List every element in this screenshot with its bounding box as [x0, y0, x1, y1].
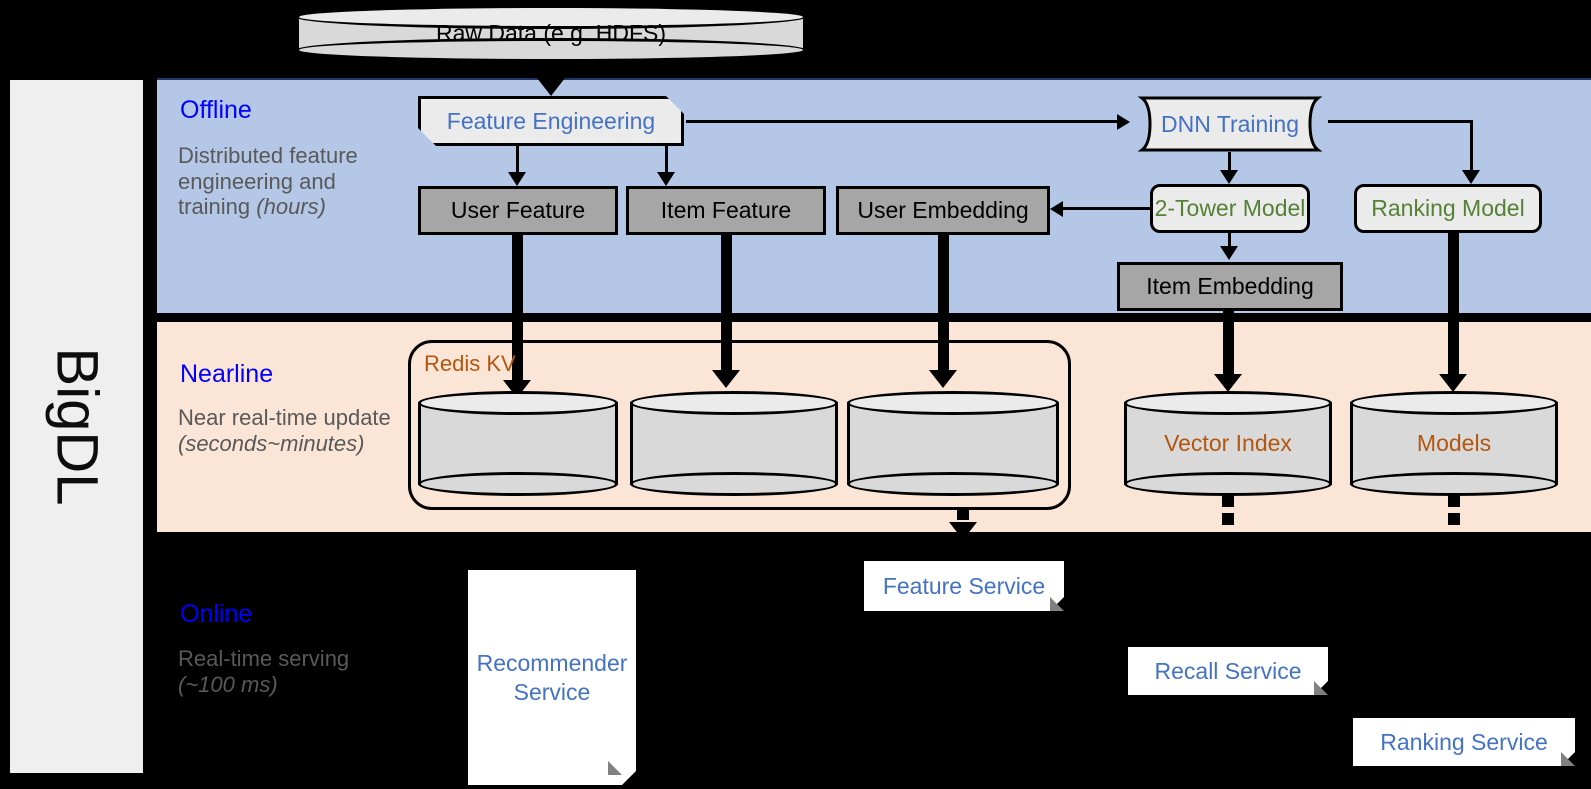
dnn-training-label: DNN Training: [1160, 110, 1300, 137]
store-item-feature-bottom: [630, 472, 838, 496]
store-item-feature-top: [630, 391, 838, 415]
online-subtitle-latency: (~100 ms): [178, 671, 278, 697]
store-user-embedding-bottom: [847, 472, 1059, 496]
node-ranking-model[interactable]: Ranking Model: [1354, 184, 1542, 233]
arrowhead-redis-featureservice: [949, 522, 977, 540]
store-user-feature-top: [418, 391, 618, 415]
pipe-rankingmodel-models: [1448, 233, 1459, 379]
dash-vectorindex-recall-2: [1222, 513, 1234, 525]
raw-data-top: [296, 5, 806, 29]
offline-title: Offline: [180, 96, 252, 124]
dash-models-ranking-2: [1448, 513, 1460, 525]
connector-rawdata-fe: [549, 62, 553, 82]
nearline-title: Nearline: [180, 360, 274, 388]
bigdl-label: BigDL: [44, 347, 110, 506]
arrowhead-rankingmodel-models: [1439, 374, 1467, 392]
connector-twotower-userembedding: [1063, 207, 1153, 210]
raw-data-bottom: [296, 38, 806, 62]
recall-service-label: Recall Service: [1154, 657, 1302, 684]
node-recall-service[interactable]: Recall Service: [1128, 647, 1328, 695]
store-models[interactable]: Models: [1350, 391, 1558, 496]
feature-engineering-label: Feature Engineering: [446, 107, 656, 134]
store-user-feature[interactable]: [418, 391, 618, 496]
item-embedding-label: Item Embedding: [1146, 273, 1314, 299]
raw-data-label: Raw Data (e.g. HDFS): [435, 20, 667, 46]
arrowhead-fe-itemfeature: [657, 172, 675, 186]
recommender-service-label: Recommender Service: [476, 649, 628, 705]
store-user-feature-label: [418, 391, 618, 496]
arrowhead-itemfeature-store: [712, 370, 740, 388]
pipe-userfeature-store: [512, 235, 523, 385]
arrowhead-rawdata-fe: [537, 78, 565, 96]
bigdl-framework-rail: BigDL: [8, 78, 145, 775]
redis-kv-group: [408, 340, 1071, 510]
store-user-embedding-top: [847, 391, 1059, 415]
store-models-top: [1350, 391, 1558, 415]
connector-fe-itemfeature: [665, 146, 668, 174]
connector-dnn-ranking-v: [1470, 120, 1473, 172]
dash-vectorindex-recall-1: [1222, 493, 1234, 507]
node-feature-engineering[interactable]: Feature Engineering: [418, 96, 684, 146]
user-feature-label: User Feature: [450, 197, 586, 223]
node-user-feature[interactable]: User Feature: [418, 186, 618, 235]
connector-dnn-twotower: [1228, 152, 1231, 172]
online-subtitle: Real-time serving (~100 ms): [178, 646, 358, 697]
node-dnn-training[interactable]: DNN Training: [1132, 96, 1328, 152]
store-vector-index-label: Vector Index: [1164, 430, 1292, 456]
arrowhead-dnn-twotower: [1220, 170, 1238, 184]
connector-dnn-ranking-h: [1328, 120, 1473, 123]
raw-data-store: Raw Data (e.g. HDFS): [296, 5, 806, 62]
ranking-model-label: Ranking Model: [1371, 195, 1525, 221]
node-recommender-service[interactable]: Recommender Service: [468, 570, 636, 785]
node-two-tower-model[interactable]: 2-Tower Model: [1150, 184, 1310, 233]
online-subtitle-text: Real-time serving: [178, 646, 350, 671]
node-item-embedding[interactable]: Item Embedding: [1117, 262, 1343, 311]
pipe-itemembedding-vectorindex: [1223, 311, 1234, 379]
arrowhead-fe-userfeature: [508, 172, 526, 186]
dash-redis-featureservice-1: [957, 508, 969, 520]
nearline-subtitle-latency: (seconds~minutes): [178, 430, 365, 456]
offline-subtitle-latency: (hours): [256, 194, 326, 220]
nearline-subtitle: Near real-time update (seconds~minutes): [178, 405, 406, 456]
arrowhead-twotower-userembedding: [1050, 201, 1063, 217]
nearline-subtitle-text: Near real-time update: [178, 405, 391, 430]
online-title: Online: [180, 600, 253, 628]
arrowhead-userembedding-store: [929, 370, 957, 388]
node-user-embedding[interactable]: User Embedding: [836, 186, 1050, 235]
dash-models-ranking-1: [1448, 493, 1460, 507]
user-embedding-label: User Embedding: [857, 197, 1029, 223]
two-tower-model-label: 2-Tower Model: [1154, 195, 1306, 221]
feature-service-label: Feature Service: [882, 572, 1046, 599]
connector-fe-dnn: [686, 120, 1118, 123]
ranking-service-label: Ranking Service: [1380, 728, 1548, 755]
store-models-label: Models: [1416, 430, 1492, 456]
dnn-training-shape: [1137, 96, 1323, 152]
node-feature-service[interactable]: Feature Service: [864, 561, 1064, 611]
redis-kv-label: Redis KV: [424, 351, 516, 376]
store-user-embedding[interactable]: [847, 391, 1059, 496]
item-feature-label: Item Feature: [660, 197, 792, 223]
store-item-feature[interactable]: [630, 391, 838, 496]
store-user-feature-bottom: [418, 472, 618, 496]
store-vector-index-top: [1124, 391, 1332, 415]
connector-fe-userfeature: [516, 146, 519, 174]
arrowhead-fe-dnn: [1117, 114, 1130, 130]
arrowhead-itemembedding-vectorindex: [1214, 374, 1242, 392]
store-item-feature-label: [630, 391, 838, 496]
offline-subtitle: Distributed feature engineering and trai…: [178, 143, 383, 220]
connector-twotower-itemembedding: [1228, 233, 1231, 247]
store-user-embedding-label: [847, 391, 1059, 496]
pipe-itemfeature-store: [721, 235, 732, 375]
pipe-userembedding-store: [938, 235, 949, 375]
offline-subtitle-text: Distributed feature engineering and trai…: [178, 143, 358, 220]
node-ranking-service[interactable]: Ranking Service: [1353, 718, 1575, 766]
node-item-feature[interactable]: Item Feature: [626, 186, 826, 235]
arrowhead-twotower-itemembedding: [1220, 246, 1238, 260]
store-vector-index[interactable]: Vector Index: [1124, 391, 1332, 496]
arrowhead-dnn-ranking: [1462, 170, 1480, 184]
